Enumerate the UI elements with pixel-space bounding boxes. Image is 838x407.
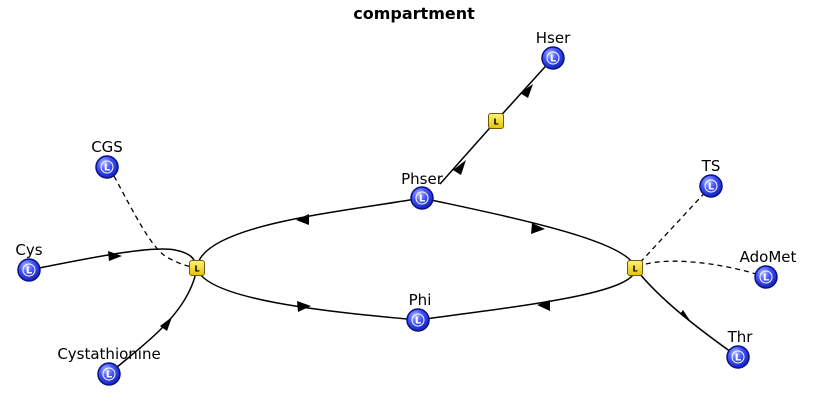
species-ring [731,350,745,364]
arrow-cystathionine [160,317,172,331]
compartment-title: compartment [353,4,475,23]
species-glyph: L [106,370,113,381]
edges [28,57,767,375]
process-node-ts[interactable]: L [627,260,643,276]
process-nodes: L L L [189,113,643,276]
process-box [189,260,205,276]
species-ball [726,345,750,369]
species-ball [541,46,565,70]
process-box [488,113,504,129]
species-ring [704,179,718,193]
process-box [627,260,643,276]
process-node-cgs[interactable]: L [189,260,205,276]
species-label: Cys [15,241,42,259]
edge-ts-process-to-thr[interactable] [634,267,739,358]
species-ball [699,174,723,198]
species-label: TS [701,157,721,175]
species-ring [415,191,429,205]
species-ring [411,313,425,327]
arrow-phser-in [453,160,466,175]
edge-ts-modulation[interactable] [634,185,712,269]
edge-phser-to-cgs-process[interactable] [196,197,423,269]
species-ball [95,155,119,179]
species-ball [406,308,430,332]
species-label: Thr [727,328,754,346]
arrow-phi-from-left [297,301,311,312]
species-glyph: L [735,353,742,364]
species-label: Hser [536,29,571,47]
edge-hser-to-process[interactable] [495,57,554,122]
process-glyph: L [493,118,498,127]
arrow-hser [520,84,533,98]
species-node-cystathionine[interactable]: L Cystathionine [57,345,161,386]
process-node-hser[interactable]: L [488,113,504,129]
species-ball [17,258,41,282]
species-glyph: L [708,182,715,193]
species-glyph: L [104,163,111,174]
species-node-thr[interactable]: L Thr [726,328,754,369]
species-node-hser[interactable]: L Hser [536,29,571,70]
species-ball [410,186,434,210]
species-ball [97,362,121,386]
species-glyph: L [550,54,557,65]
species-ring [546,51,560,65]
species-ring [22,263,36,277]
edge-phser-to-ts-process[interactable] [421,197,636,269]
edge-process-to-phser[interactable] [439,120,497,185]
species-glyph: L [415,316,422,327]
species-node-cys[interactable]: L Cys [15,241,43,282]
species-node-phser[interactable]: L Phser [401,170,444,210]
edge-adomet-modulation[interactable] [634,260,767,278]
edge-process-to-cystathionine[interactable] [108,267,198,375]
process-glyph: L [632,265,637,274]
species-glyph: L [419,194,426,205]
edge-cgs-modulation[interactable] [113,175,198,269]
species-node-phi[interactable]: L Phi [406,291,432,332]
species-ring [102,367,116,381]
arrow-phser-right [531,223,545,234]
species-glyph: L [763,273,770,284]
species-label: Phi [409,291,432,309]
arrow-thr [680,310,691,322]
species-node-ts[interactable]: L TS [699,157,723,198]
arrow-cys [108,251,122,261]
species-node-cgs[interactable]: L CGS [91,138,123,179]
species-label: CGS [91,138,123,156]
species-ring [759,270,773,284]
species-node-adomet[interactable]: L AdoMet [740,248,797,289]
species-ring [100,160,114,174]
species-nodes: L Hser L CGS L Phser L TS L Cys [15,29,797,386]
species-glyph: L [26,266,33,277]
edge-ts-process-to-phi[interactable] [417,267,636,321]
arrow-phi-from-right [537,300,550,311]
species-ball [754,265,778,289]
species-label: Cystathionine [57,345,160,363]
process-glyph: L [194,265,199,274]
species-label: AdoMet [740,248,797,266]
edge-cgs-process-to-phi[interactable] [196,267,419,321]
species-label: Phser [401,170,444,188]
arrow-phser-left [296,214,309,225]
edge-cys-to-process[interactable] [28,248,198,271]
